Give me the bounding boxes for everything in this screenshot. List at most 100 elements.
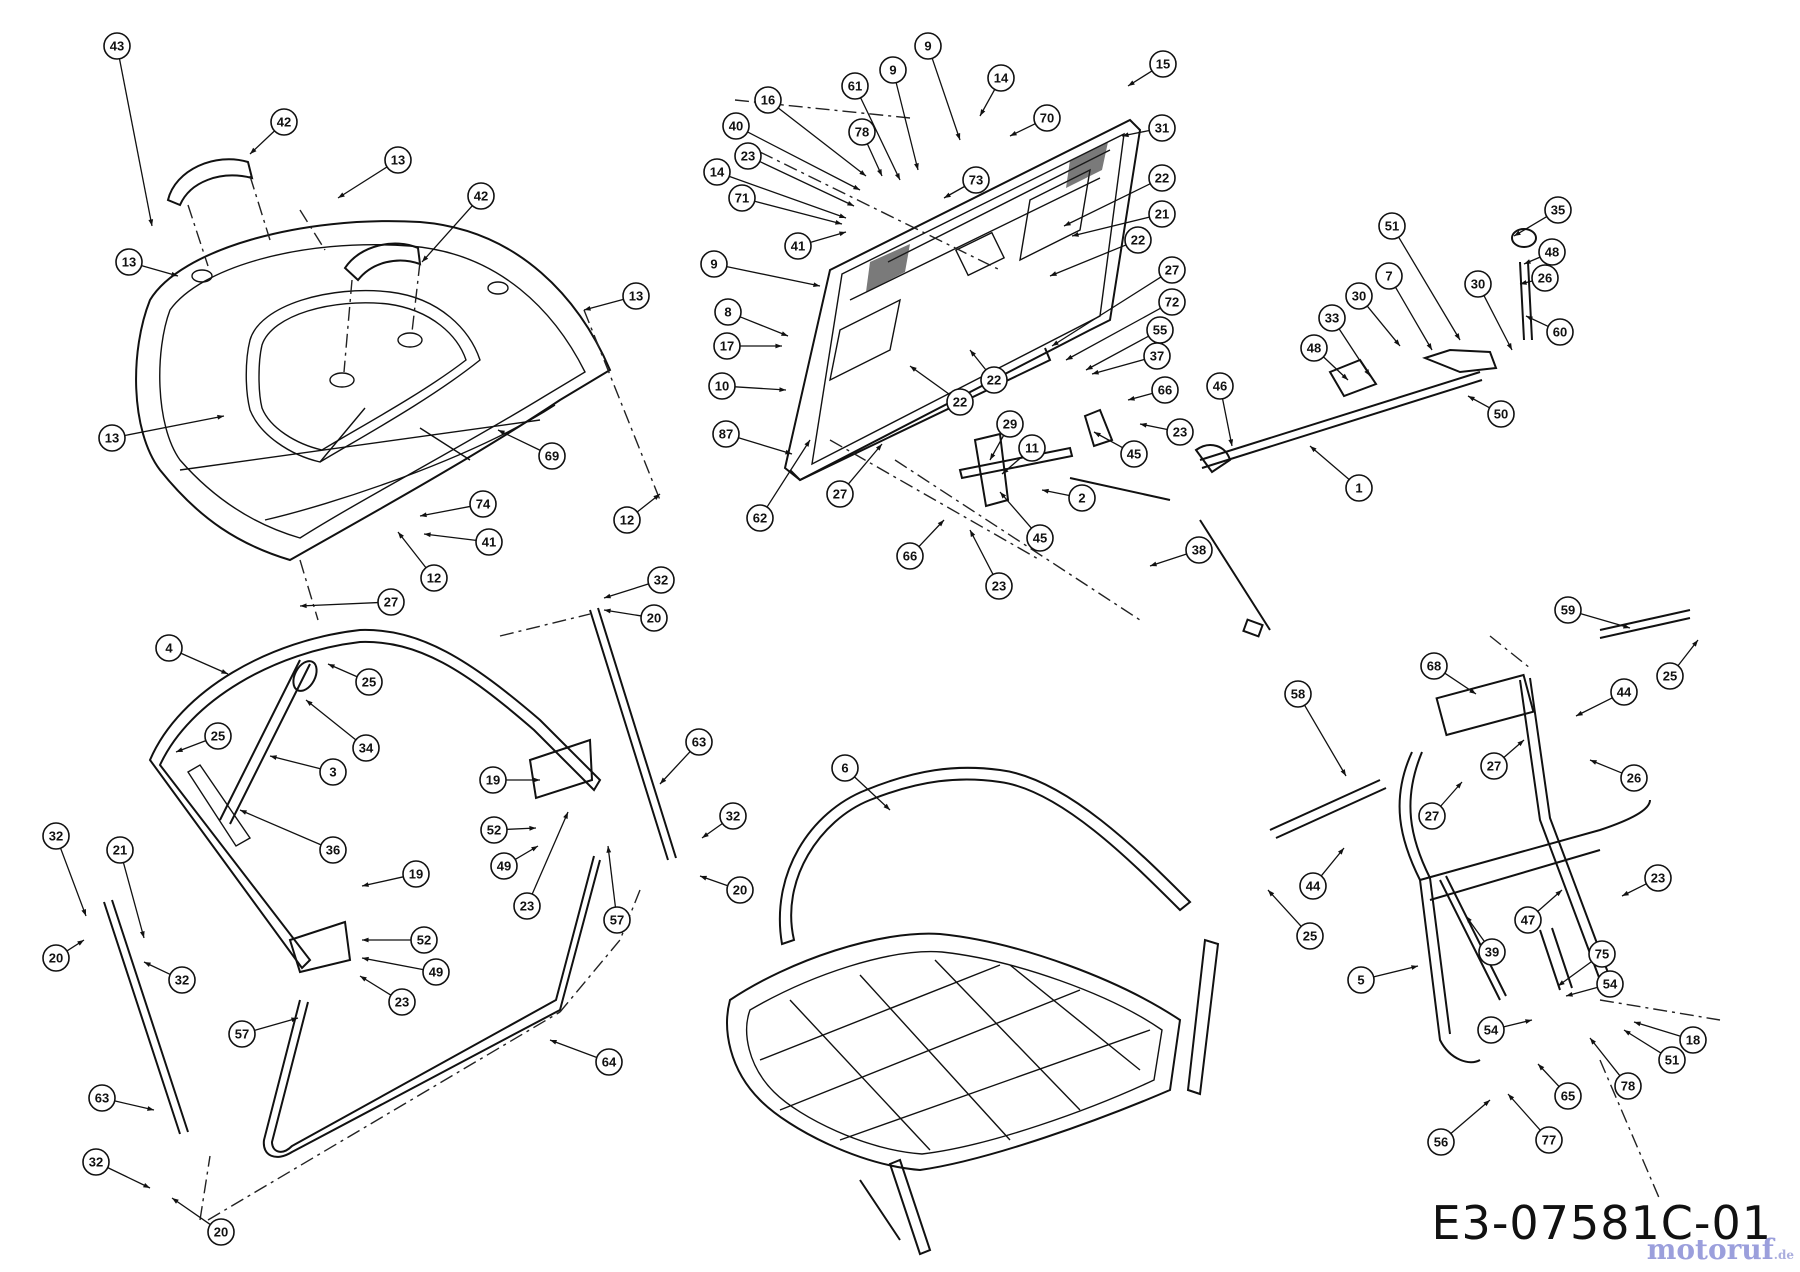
callout-38: 38 (1149, 536, 1213, 567)
callout-14: 14 (703, 158, 847, 219)
callout-arrowhead (362, 937, 369, 943)
callout-label: 68 (1427, 659, 1441, 674)
callout-arrowhead (1140, 422, 1147, 428)
callout-label: 70 (1040, 111, 1054, 126)
callout-label: 22 (987, 373, 1001, 388)
callout-leader (59, 847, 87, 917)
callout-bubble (469, 490, 497, 518)
callout-25: 25 (327, 663, 383, 696)
callout-arrowhead (813, 282, 820, 288)
callout-26: 26 (1519, 264, 1559, 292)
callout-arrowhead (653, 494, 660, 500)
callout-bubble (1544, 196, 1572, 224)
callout-label: 23 (395, 995, 409, 1010)
callout-label: 63 (692, 735, 706, 750)
callout-arrowhead (1072, 232, 1079, 237)
callout-9: 9 (914, 32, 961, 141)
callout-label: 49 (429, 965, 443, 980)
callout-arrowhead (1066, 354, 1073, 360)
callout-label: 19 (486, 773, 500, 788)
callout-48: 48 (1300, 334, 1349, 381)
callout-19: 19 (361, 860, 430, 888)
callout-66: 66 (896, 519, 945, 570)
callout-32: 32 (42, 822, 87, 917)
callout-leader (603, 583, 649, 599)
callout-arrowhead (1483, 1100, 1490, 1107)
callout-22: 22 (969, 349, 1008, 394)
callout-leader (1304, 704, 1347, 777)
callout-label: 57 (610, 913, 624, 928)
callout-3: 3 (269, 755, 347, 786)
callout-label: 10 (715, 379, 729, 394)
callout-42: 42 (249, 108, 298, 155)
callout-bubble (475, 528, 503, 556)
callout-label: 32 (175, 973, 189, 988)
callout-arrowhead (1310, 446, 1317, 453)
callout-label: 45 (1127, 447, 1141, 462)
callout-13: 13 (98, 414, 225, 452)
callout-label: 15 (1156, 57, 1170, 72)
callout-45: 45 (999, 491, 1054, 552)
callout-bubble (207, 1218, 235, 1246)
callout-label: 35 (1551, 203, 1565, 218)
callout-22: 22 (909, 365, 974, 416)
callout-arrowhead (1122, 132, 1129, 138)
callout-bubble (1375, 262, 1403, 290)
callout-64: 64 (549, 1039, 623, 1076)
callout-arrowhead (1086, 364, 1093, 370)
callout-78: 78 (848, 118, 883, 177)
callout-label: 44 (1617, 685, 1632, 700)
callout-27: 27 (1480, 739, 1525, 780)
callout-arrowhead (148, 219, 154, 226)
callout-arrowhead (424, 532, 431, 538)
callout-bubble (410, 926, 438, 954)
callout-bubble (1546, 318, 1574, 346)
callout-leader (895, 82, 919, 171)
callout-label: 56 (1434, 1135, 1448, 1150)
callout-bubble (1514, 906, 1542, 934)
callout-52: 52 (362, 926, 438, 954)
callout-18: 18 (1633, 1021, 1707, 1054)
callout-label: 71 (735, 191, 749, 206)
callout-label: 21 (113, 843, 127, 858)
watermark-logo: motoruf.de (1647, 1233, 1794, 1266)
callout-arrowhead (1525, 1019, 1532, 1024)
callout-68: 68 (1420, 652, 1477, 695)
callout-leader (118, 58, 153, 227)
callout-arrowhead (533, 777, 540, 783)
callout-label: 48 (1307, 341, 1321, 356)
callout-label: 65 (1561, 1089, 1575, 1104)
callout-label: 21 (1155, 207, 1169, 222)
callout-40: 40 (722, 112, 861, 191)
callout-leader (1483, 295, 1513, 351)
callout-label: 27 (1425, 809, 1439, 824)
callout-bubble (1124, 226, 1152, 254)
callout-leader (999, 491, 1032, 529)
callout-label: 78 (855, 125, 869, 140)
callout-44: 44 (1299, 847, 1345, 900)
callout-arrowhead (875, 444, 882, 451)
callout-label: 78 (1621, 1079, 1635, 1094)
callout-bubble (420, 564, 448, 592)
callout-arrowhead (328, 664, 335, 669)
callout-bubble (595, 1048, 623, 1076)
callout-label: 5 (1357, 973, 1364, 988)
callout-label: 11 (1025, 441, 1039, 456)
callout-14: 14 (979, 64, 1015, 117)
callout-label: 63 (95, 1091, 109, 1106)
callout-bubble (784, 232, 812, 260)
callout-label: 17 (720, 339, 734, 354)
callout-label: 23 (1173, 425, 1187, 440)
callout-leader (305, 699, 357, 741)
callout-bubble (270, 108, 298, 136)
callout-label: 16 (761, 93, 775, 108)
callout-arrowhead (1590, 760, 1597, 765)
callout-bubble (647, 566, 675, 594)
callout-bubble (388, 988, 416, 1016)
callout-12: 12 (397, 531, 448, 592)
callout-70: 70 (1009, 104, 1061, 137)
callout-bubble (1148, 114, 1176, 142)
callout-leader (1366, 305, 1401, 347)
callout-63: 63 (88, 1084, 155, 1112)
callout-78: 78 (1589, 1037, 1642, 1100)
